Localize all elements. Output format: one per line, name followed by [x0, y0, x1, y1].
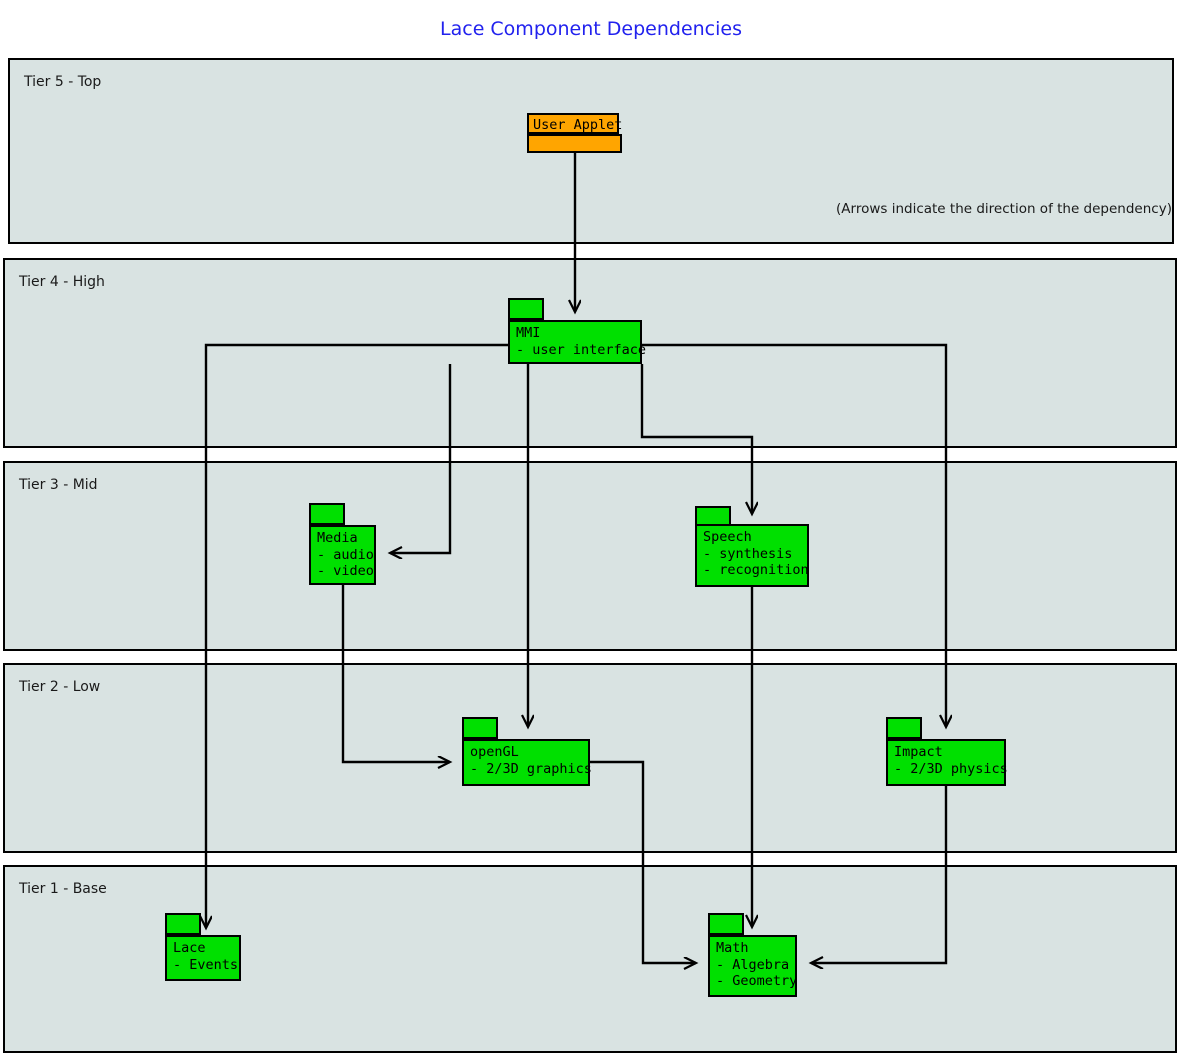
package-body-mmi: MMI - user interface: [508, 320, 646, 364]
package-tab-math: [708, 913, 744, 935]
package-tab-mmi: [508, 298, 544, 320]
package-body-speech: Speech - synthesis - recognition: [695, 524, 809, 587]
tier-label: Tier 1 - Base: [19, 881, 107, 897]
package-body-opengl: openGL - 2/3D graphics: [462, 739, 592, 786]
arrows-note: (Arrows indicate the direction of the de…: [836, 201, 1172, 217]
package-tab-media: [309, 503, 345, 525]
tier-label: Tier 3 - Mid: [19, 477, 98, 493]
package-tab-opengl: [462, 717, 498, 739]
package-body-user-applet: [527, 134, 622, 153]
tier-tier4: Tier 4 - High: [3, 258, 1177, 448]
tier-tier3: Tier 3 - Mid: [3, 461, 1177, 651]
tier-label: Tier 5 - Top: [24, 74, 102, 90]
tier-label: Tier 2 - Low: [19, 679, 101, 695]
tier-label: Tier 4 - High: [19, 274, 105, 290]
package-body-impact: Impact - 2/3D physics: [886, 739, 1008, 786]
package-body-media: Media - audio - video: [309, 525, 376, 585]
package-body-math: Math - Algebra - Geometry: [708, 935, 797, 997]
page-title: Lace Component Dependencies: [440, 18, 742, 40]
package-tab-impact: [886, 717, 922, 739]
package-body-lace: Lace - Events: [165, 935, 241, 981]
package-tab-lace: [165, 913, 201, 935]
package-tab-user-applet: User Applet: [527, 113, 622, 134]
